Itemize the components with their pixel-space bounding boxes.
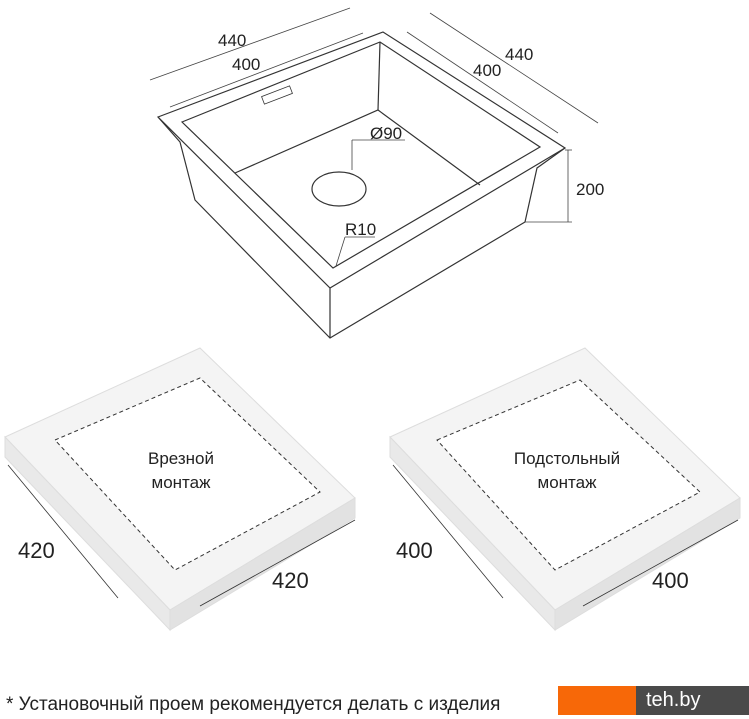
watermark: teh.by xyxy=(558,686,749,715)
footer-note: * Установочный проем рекомендуется делат… xyxy=(6,694,501,715)
dim-drain: Ø90 xyxy=(370,124,402,143)
cutin-dim-left: 420 xyxy=(18,538,55,563)
dim-depth-outer: 440 xyxy=(505,45,533,64)
install-cutin: Врезной монтаж 420 420 xyxy=(4,347,356,632)
watermark-orange xyxy=(558,686,636,715)
install-undermount: Подстольный монтаж 400 400 xyxy=(389,347,741,632)
cutin-dim-bottom: 420 xyxy=(272,568,309,593)
dim-radius: R10 xyxy=(345,220,376,239)
dim-width-inner: 400 xyxy=(232,55,260,74)
cutin-label-1: Врезной xyxy=(148,449,214,468)
drain-hole xyxy=(311,171,367,207)
dim-depth-inner: 400 xyxy=(473,61,501,80)
under-label-2: монтаж xyxy=(538,473,598,492)
dim-width-outer: 440 xyxy=(218,31,246,50)
cutin-label-2: монтаж xyxy=(152,473,212,492)
watermark-text: teh.by xyxy=(636,686,749,715)
dimension-lines xyxy=(149,7,599,267)
dim-height: 200 xyxy=(576,180,604,199)
logo-plate xyxy=(261,85,293,105)
under-dim-bottom: 400 xyxy=(652,568,689,593)
under-label-1: Подстольный xyxy=(514,449,620,468)
sink-body xyxy=(156,31,567,339)
under-dim-left: 400 xyxy=(396,538,433,563)
